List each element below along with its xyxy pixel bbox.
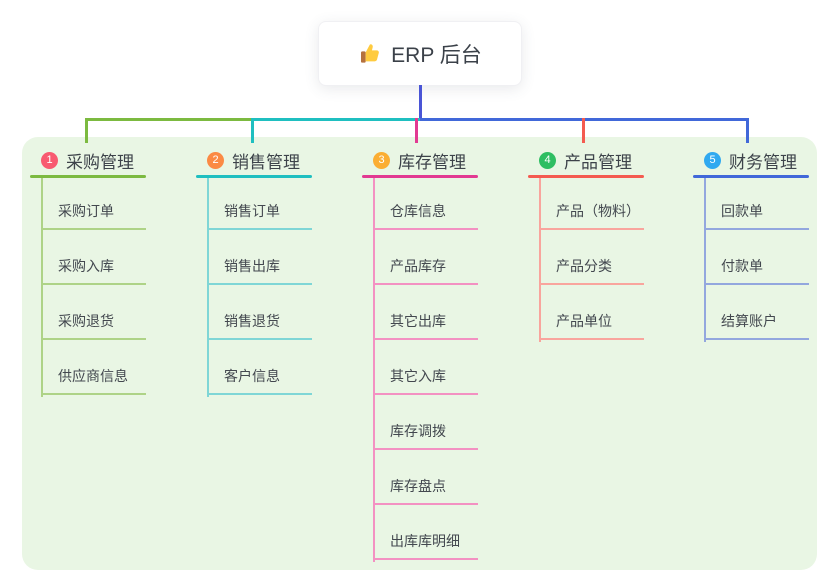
branch-finance-underline	[693, 175, 809, 178]
connector-horizontal-teal	[252, 118, 420, 121]
node-inventory-child-5[interactable]: 库存盘点	[373, 453, 478, 505]
branch-inventory-child-line	[373, 178, 375, 562]
thumbs-up-icon	[358, 42, 382, 66]
node-inventory-child-2[interactable]: 其它出库	[373, 288, 478, 340]
branches-panel	[22, 137, 817, 570]
node-sales-child-0[interactable]: 销售订单	[207, 178, 312, 230]
branch-sales: 2 销售管理销售订单销售出库销售退货客户信息	[196, 0, 312, 588]
branch-purchase-node[interactable]: 1 采购管理	[30, 150, 134, 172]
node-purchase-child-1[interactable]: 采购入库	[41, 233, 146, 285]
branch-product-node[interactable]: 4 产品管理	[528, 150, 632, 172]
node-inventory-child-3[interactable]: 其它入库	[373, 343, 478, 395]
branch-inventory-underline	[362, 175, 478, 178]
branch-sales-badge: 2	[207, 152, 224, 169]
node-product-child-0[interactable]: 产品（物料）	[539, 178, 644, 230]
node-sales-child-1[interactable]: 销售出库	[207, 233, 312, 285]
branch-finance-badge: 5	[704, 152, 721, 169]
connector-drop-purchase	[85, 118, 88, 143]
connector-drop-finance	[746, 118, 749, 143]
branch-finance: 5 财务管理回款单付款单结算账户	[693, 0, 809, 588]
branch-purchase-underline	[30, 175, 146, 178]
root-title: ERP 后台	[391, 43, 482, 67]
connector-horizontal-green	[86, 118, 253, 121]
branch-product-title: 产品管理	[564, 153, 632, 172]
branch-purchase-badge: 1	[41, 152, 58, 169]
branch-purchase-title: 采购管理	[66, 153, 134, 172]
node-sales-child-3[interactable]: 客户信息	[207, 343, 312, 395]
branch-sales-child-line	[207, 178, 209, 397]
node-product-child-1[interactable]: 产品分类	[539, 233, 644, 285]
node-finance-child-1[interactable]: 付款单	[704, 233, 809, 285]
connector-drop-sales	[251, 118, 254, 143]
branch-inventory-node[interactable]: 3 库存管理	[362, 150, 466, 172]
branch-inventory: 3 库存管理仓库信息产品库存其它出库其它入库库存调拨库存盘点出库库明细	[362, 0, 478, 588]
branch-sales-title: 销售管理	[232, 153, 300, 172]
node-inventory-child-4[interactable]: 库存调拨	[373, 398, 478, 450]
branch-purchase-child-line	[41, 178, 43, 397]
node-finance-child-0[interactable]: 回款单	[704, 178, 809, 230]
branch-purchase: 1 采购管理采购订单采购入库采购退货供应商信息	[30, 0, 146, 588]
branch-finance-title: 财务管理	[729, 153, 797, 172]
node-finance-child-2[interactable]: 结算账户	[704, 288, 809, 340]
connector-drop-inventory	[415, 118, 418, 143]
connector-drop-product	[582, 118, 585, 143]
node-product-child-2[interactable]: 产品单位	[539, 288, 644, 340]
node-purchase-child-2[interactable]: 采购退货	[41, 288, 146, 340]
branch-sales-node[interactable]: 2 销售管理	[196, 150, 300, 172]
node-inventory-child-1[interactable]: 产品库存	[373, 233, 478, 285]
branch-product: 4 产品管理产品（物料）产品分类产品单位	[528, 0, 644, 588]
connector-root-vertical-line	[419, 85, 422, 121]
branch-finance-child-line	[704, 178, 706, 342]
branch-inventory-badge: 3	[373, 152, 390, 169]
branch-product-badge: 4	[539, 152, 556, 169]
node-purchase-child-0[interactable]: 采购订单	[41, 178, 146, 230]
branch-product-underline	[528, 175, 644, 178]
node-purchase-child-3[interactable]: 供应商信息	[41, 343, 146, 395]
branch-product-child-line	[539, 178, 541, 342]
branch-finance-node[interactable]: 5 财务管理	[693, 150, 797, 172]
node-sales-child-2[interactable]: 销售退货	[207, 288, 312, 340]
root-node[interactable]: ERP 后台	[318, 21, 522, 86]
node-inventory-child-6[interactable]: 出库库明细	[373, 508, 478, 560]
node-inventory-child-0[interactable]: 仓库信息	[373, 178, 478, 230]
branch-inventory-title: 库存管理	[398, 153, 466, 172]
branch-sales-underline	[196, 175, 312, 178]
